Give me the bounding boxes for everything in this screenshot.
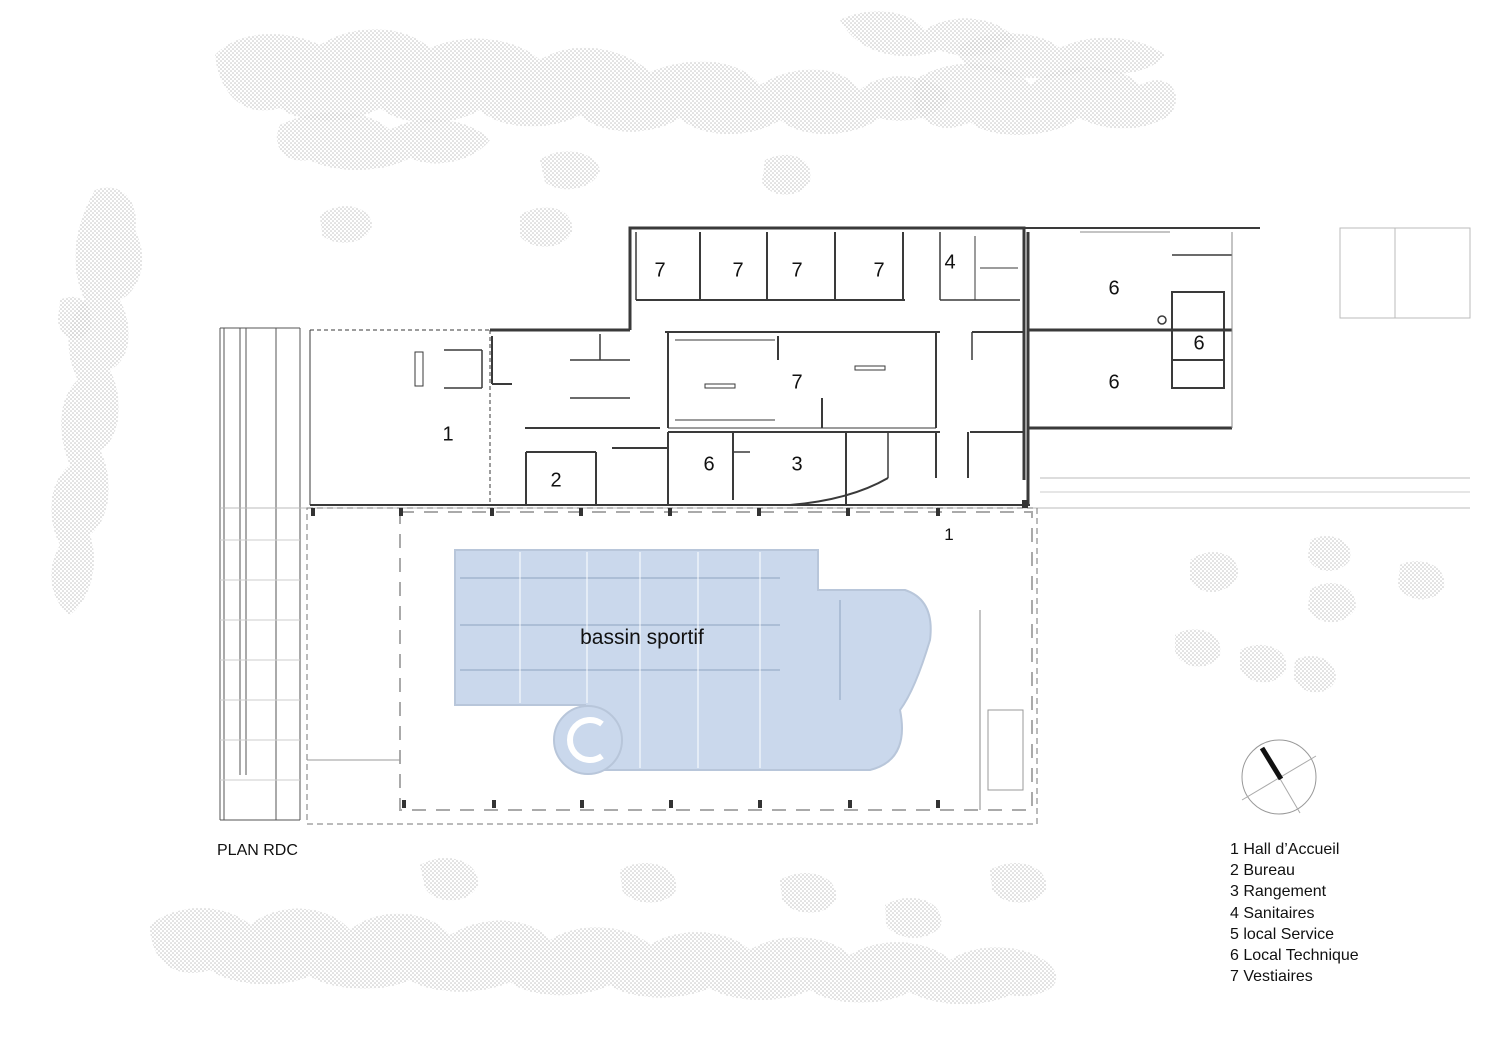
room-label: 1 (442, 423, 454, 446)
legend-item: 4 Sanitaires (1230, 904, 1315, 922)
building-walls (309, 226, 1030, 506)
legend-item: 3 Rangement (1230, 883, 1327, 901)
legend-item: 5 local Service (1230, 925, 1335, 943)
pool-basin (454, 549, 932, 775)
pool-label: bassin sportif (580, 626, 704, 649)
room-label: 6 (703, 453, 715, 476)
legend-item: 2 Bureau (1230, 862, 1295, 880)
north-arrow-icon (1241, 739, 1317, 815)
technical-block (1024, 227, 1471, 505)
room-label: 6 (1108, 277, 1120, 300)
room-label: 6 (1193, 332, 1205, 355)
room-label: 7 (654, 259, 666, 282)
room-label: 7 (791, 371, 803, 394)
vegetation (51, 11, 1445, 1005)
room-label: 3 (791, 453, 803, 476)
room-label: 7 (732, 259, 744, 282)
legend-item: 6 Local Technique (1230, 947, 1359, 965)
room-label: 7 (791, 259, 803, 282)
legend-item: 7 Vestiaires (1230, 968, 1313, 986)
legend: 1 Hall d’Accueil 2 Bureau 3 Rangement 4 … (1230, 839, 1359, 987)
room-label: 2 (550, 469, 562, 492)
room-label: 1 (944, 525, 954, 544)
legend-item: 1 Hall d’Accueil (1230, 841, 1340, 858)
columns (311, 500, 1028, 808)
plan-title: PLAN RDC (217, 842, 298, 859)
room-label: 4 (944, 251, 956, 274)
room-label: 6 (1108, 371, 1120, 394)
room-label: 7 (873, 259, 885, 282)
